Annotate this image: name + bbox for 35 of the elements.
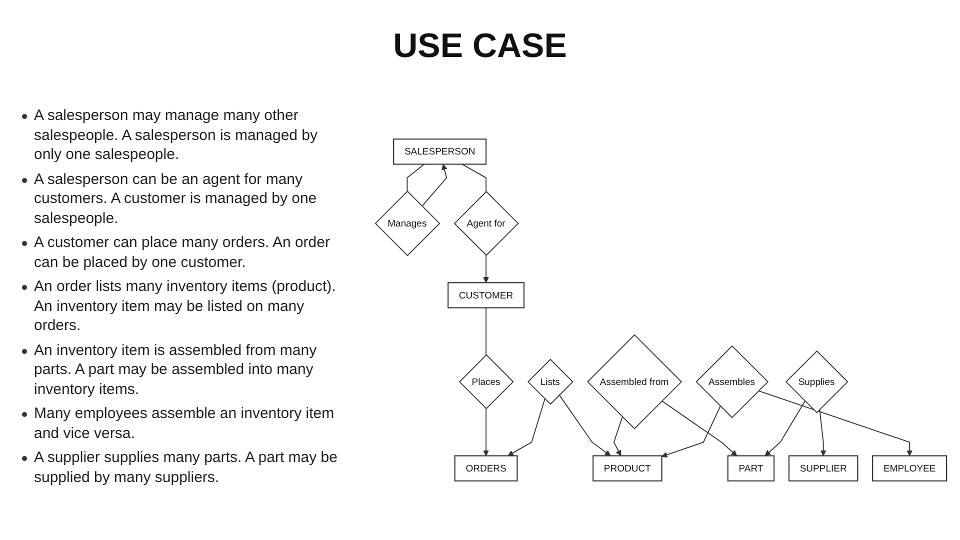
note-text: An order lists many inventory items (product). An inventory item may be listed on many orders. xyxy=(34,277,337,336)
entity-box: SUPPLIER xyxy=(788,455,858,482)
connector-line xyxy=(558,394,611,456)
note-text: A salesperson may manage many other salespeople. A salesperson is managed by only one salespeople. xyxy=(34,106,319,164)
entity-box: PART xyxy=(727,455,775,482)
note-text: A salesperson can be an agent for many customers. A customer is managed by one salespeople. xyxy=(34,170,318,228)
note-text: An inventory item is assembled from many parts. A part may be assembled into many inventory items. xyxy=(34,340,318,399)
connector-line xyxy=(483,254,490,283)
relationship-diamond: Manages xyxy=(374,190,440,256)
connector-line xyxy=(662,406,721,458)
relationship-diamond: Supplies xyxy=(785,350,848,414)
note-text: Many employees assemble an inventory item and vice versa. xyxy=(34,404,336,443)
note-text: A supplier supplies many parts. A part may be supplied by many suppliers. xyxy=(34,448,338,487)
connector-line xyxy=(508,398,546,456)
relationship-diamond: Agent for xyxy=(454,190,519,256)
entity-box: CUSTOMER xyxy=(448,282,525,308)
connector-line xyxy=(613,416,623,456)
connector-line xyxy=(483,408,490,456)
entity-box: ORDERS xyxy=(454,455,518,482)
relationship-diamond: Lists xyxy=(527,358,574,405)
relationship-diamond: Assembled from xyxy=(587,334,682,430)
entity-box: PRODUCT xyxy=(592,455,662,482)
entity-box: SALESPERSON xyxy=(393,138,487,165)
connector-line xyxy=(764,400,806,456)
relationship-diamond: Assembles xyxy=(696,345,769,418)
connector-line xyxy=(661,400,738,456)
note-text: A customer can place many orders. An order can be placed by one customer. xyxy=(34,233,331,272)
connector-line xyxy=(462,164,486,192)
connector-line xyxy=(758,390,913,456)
connector-line xyxy=(406,164,425,192)
entity-box: EMPLOYEE xyxy=(872,455,948,482)
relationship-diamond: Places xyxy=(458,354,514,410)
title: USE CASE xyxy=(393,28,567,66)
connector-line xyxy=(819,408,826,456)
connector-line xyxy=(422,164,448,207)
